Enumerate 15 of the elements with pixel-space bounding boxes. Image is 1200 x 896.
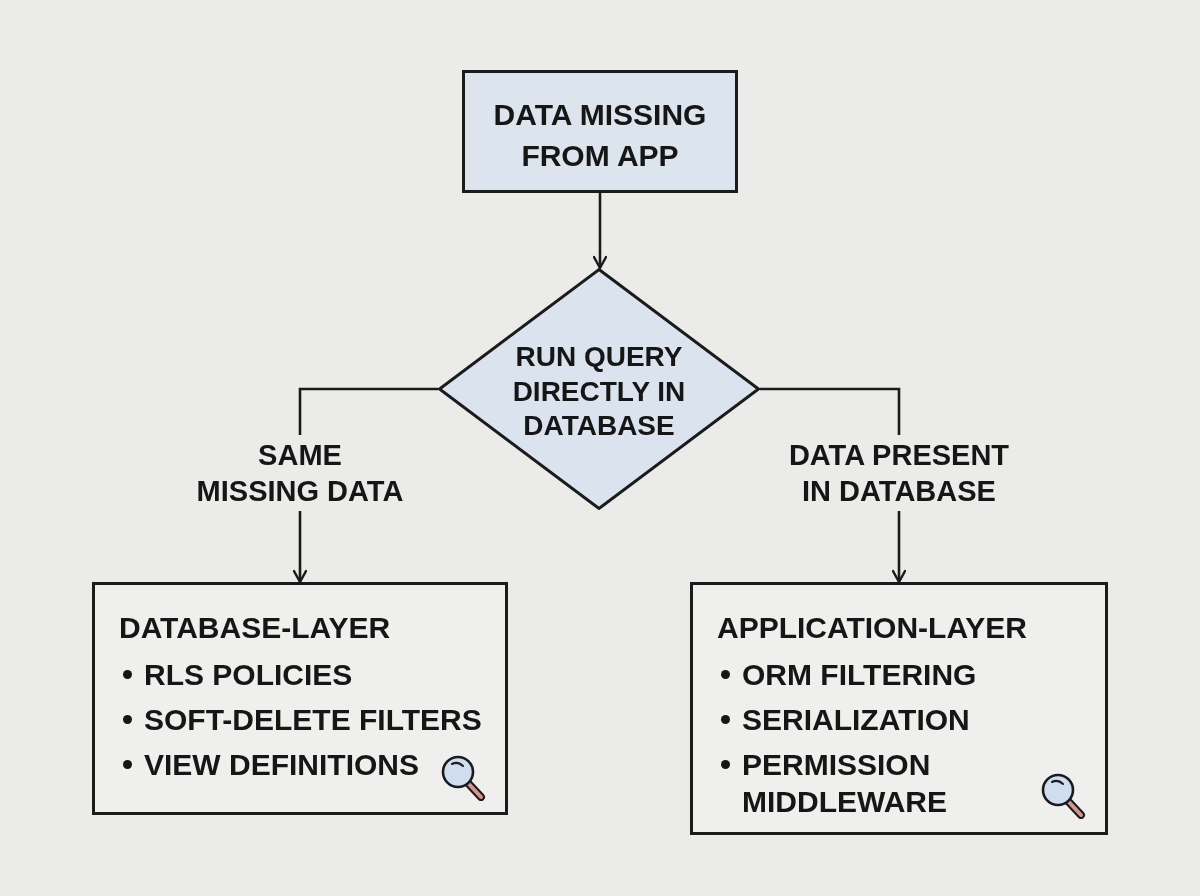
list-item-text: SERIALIZATION: [742, 702, 970, 738]
process-box: [462, 70, 738, 193]
layer-box: [92, 582, 508, 815]
node-label: DATA MISSING FROM APP: [492, 97, 708, 174]
list-item-text: VIEW DEFINITIONS: [144, 747, 419, 783]
list-item-text: RLS POLICIES: [144, 657, 353, 693]
node-label: RUN QUERY DIRECTLY IN DATABASE: [511, 340, 687, 444]
decision-diamond: [438, 268, 760, 510]
heading-text: APPLICATION-LAYER: [717, 610, 1028, 646]
list-item-text: PERMISSION MIDDLEWARE: [742, 747, 948, 820]
layer-box: [690, 582, 1108, 835]
arrow: [592, 193, 608, 270]
heading-text: DATABASE-LAYER: [119, 610, 391, 646]
list-item-text: ORM FILTERING: [742, 657, 977, 693]
list-item-text: SOFT-DELETE FILTERS: [144, 702, 482, 738]
